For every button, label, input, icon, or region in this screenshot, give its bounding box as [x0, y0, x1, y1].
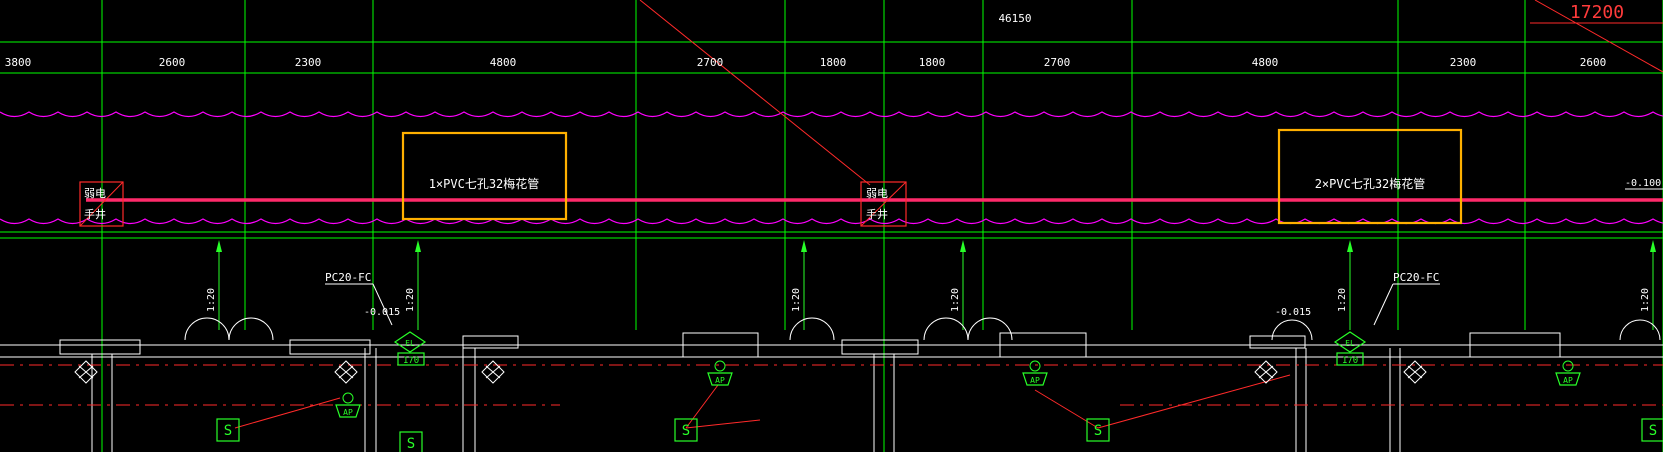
segment-dimension: 2700 — [1044, 56, 1071, 69]
routing-solid-lines — [234, 374, 1291, 429]
ap-label: AP — [343, 408, 353, 417]
segment-dimension: 2600 — [1580, 56, 1607, 69]
s-symbol-label: S — [407, 436, 415, 452]
slope-arrow-head — [216, 240, 222, 252]
floor-plan-lower — [0, 317, 1663, 452]
s-symbol-box — [1641, 418, 1663, 442]
ap-sensor-icon — [1562, 360, 1574, 372]
ap-box — [1555, 372, 1581, 386]
slope-arrow-head — [801, 240, 807, 252]
total-dimension: 46150 — [998, 12, 1031, 25]
hand-well-right[interactable]: 弱电 手井 — [860, 181, 907, 227]
hand-well-left[interactable]: 弱电 手井 — [79, 181, 124, 227]
ap-label: AP — [1563, 376, 1573, 385]
slope-arrow-head — [1347, 240, 1353, 252]
segment-dimension: 2700 — [697, 56, 724, 69]
conduit-leader-left-diag — [372, 283, 393, 326]
ap-box — [707, 372, 733, 386]
slope-annotations: 1:20 1:20 1:20 1:20 1:20 1:20 — [206, 240, 1656, 330]
diagonal-leader-line-right — [1534, 0, 1663, 73]
s-symbol-label: S — [224, 423, 232, 439]
conduit-leader-right-diag — [1373, 283, 1394, 326]
ap-label: AP — [715, 376, 725, 385]
hand-well-right-bottom: 手井 — [866, 207, 888, 221]
diagonal-leader-line — [639, 0, 871, 186]
pipe-label-box-left[interactable] — [401, 131, 568, 221]
conduit-label-right: PC20-FC — [1393, 271, 1439, 284]
el-marker-left-top: EL — [405, 339, 415, 348]
s-symbol-box — [399, 431, 423, 452]
slope-arrow-head — [960, 240, 966, 252]
s-symbol-label: S — [682, 423, 690, 439]
ap-tags: AP AP AP AP — [335, 360, 1581, 418]
ap-box — [1022, 372, 1048, 386]
segment-dimension: 2600 — [159, 56, 186, 69]
junction-box-symbols — [74, 360, 1427, 384]
segment-dimension: 1800 — [919, 56, 946, 69]
el-marker-right-bottom: 170 — [1342, 356, 1358, 366]
elevation-right: -0.100 — [1625, 178, 1661, 189]
hand-well-left-bottom: 手井 — [84, 207, 106, 221]
segment-dimension: 2300 — [295, 56, 322, 69]
ap-label: AP — [1030, 376, 1040, 385]
slope-label: 1:20 — [950, 288, 961, 312]
slope-label: 1:20 — [1640, 288, 1651, 312]
conduit-label-left: PC20-FC — [325, 271, 371, 284]
slope-label: 1:20 — [405, 288, 416, 312]
slope-label: 1:20 — [791, 288, 802, 312]
segment-dimension: 4800 — [490, 56, 517, 69]
el-marker-left[interactable]: EL 170 — [393, 331, 427, 366]
segment-dimension: 3800 — [5, 56, 32, 69]
segment-dimension: 4800 — [1252, 56, 1279, 69]
slope-label: 1:20 — [1337, 288, 1348, 312]
top-right-value: 17200 — [1570, 2, 1624, 23]
level-label-right: -0.015 — [1275, 307, 1311, 318]
s-symbol-box — [216, 418, 240, 442]
el-marker-left-bottom: 170 — [403, 356, 419, 366]
s-symbol-label: S — [1649, 423, 1657, 439]
segment-dimension: 1800 — [820, 56, 847, 69]
routing-dashed-lines — [0, 364, 1663, 406]
s-symbol-box — [1086, 418, 1110, 442]
slope-arrow-head — [1650, 240, 1656, 252]
s-symbol-label: S — [1094, 423, 1102, 439]
segment-dimensions: 3800 2600 2300 4800 2700 1800 1800 2700 4800 2300… — [5, 56, 1607, 69]
slope-label: 1:20 — [206, 288, 217, 312]
ap-box — [335, 404, 361, 418]
ap-sensor-icon — [342, 392, 354, 404]
hand-well-left-top: 弱电 — [84, 187, 106, 200]
el-marker-right-top: EL — [1345, 339, 1355, 348]
level-label-left: -0.015 — [364, 307, 400, 318]
pipe-label-right: 2×PVC七孔32梅花管 — [1315, 176, 1426, 191]
revision-cloud-top — [0, 111, 1663, 118]
hand-well-right-top: 弱电 — [866, 187, 888, 200]
el-marker-right[interactable]: EL 170 — [1333, 331, 1367, 366]
pipe-label-box-right[interactable] — [1277, 128, 1463, 225]
segment-dimension: 2300 — [1450, 56, 1477, 69]
s-symbol-box — [674, 418, 698, 442]
pipe-label-left: 1×PVC七孔32梅花管 — [429, 176, 540, 191]
slope-arrow-head — [415, 240, 421, 252]
ap-sensor-icon — [1029, 360, 1041, 372]
ap-sensor-icon — [714, 360, 726, 372]
